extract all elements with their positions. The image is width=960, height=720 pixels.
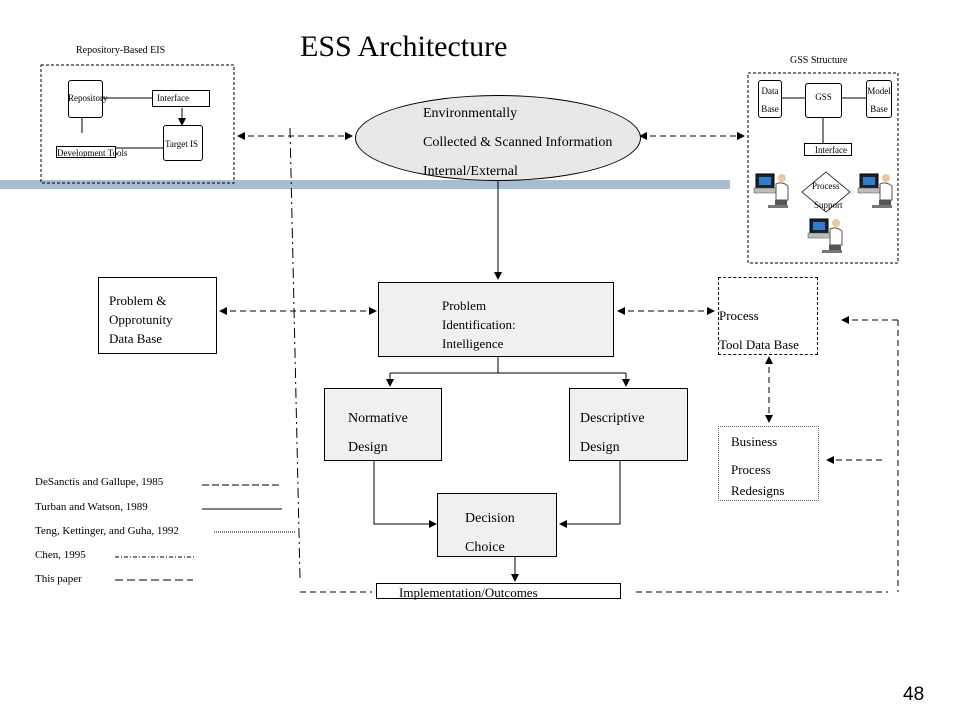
environment-line3: Internal/External [423,164,518,179]
environment-line1: Environmentally [423,106,518,121]
repository-eis-frame [40,64,235,184]
process-tool-text: Process Tool Data Base [719,308,799,352]
gss-data-base: Data Base [758,80,782,118]
computer-user-icon [807,218,843,253]
environment-ellipse [355,95,641,181]
legend-item: Turban and Watson, 1989 [35,501,148,513]
legend-item: Chen, 1995 [35,549,86,561]
legend-item: This paper [35,573,82,585]
page-number: 48 [903,684,925,705]
target-is-label: Target IS [165,139,198,149]
computer-user-icon [753,173,789,208]
interface-label: Interface [157,93,189,103]
gss-interface: Interface [804,143,852,156]
legend-item: DeSanctis and Gallupe, 1985 [35,476,164,488]
implementation-outcomes [376,583,621,599]
target-is-node [163,125,203,161]
gss-caption: GSS Structure [790,55,848,66]
repository-node [68,80,103,118]
process-support-label: Process Support [812,181,843,210]
environment-line2: Collected & Scanned Information [423,135,613,150]
interface-node: Interface [152,90,210,107]
page-title: ESS Architecture [300,30,508,63]
process-tool-db [718,277,818,355]
decision-choice: Decision Choice [437,493,557,557]
descriptive-design: Descriptive Design [569,388,688,461]
normative-design: Normative Design [324,388,442,461]
development-tools-label: Development Tools [57,148,128,158]
implementation-label: Implementation/Outcomes [399,585,538,600]
development-tools-node [56,146,116,158]
computer-user-icon [857,173,893,208]
business-process-redesigns: Business Process Redesigns [718,426,819,501]
environment-text: Environmentally Collected & Scanned Info… [423,99,612,186]
repository-eis-caption: Repository-Based EIS [76,45,166,56]
process-support-diamond [801,171,851,213]
gss-model-base: Model Base [866,80,892,118]
gss-node: GSS [805,83,842,118]
problem-opportunity-db: Problem & Opprotunity Data Base [98,277,217,354]
header-band [0,180,730,189]
repository-label: Repository [68,93,108,103]
problem-identification: Problem Identification: Intelligence [378,282,614,357]
legend-item: Teng, Kettinger, and Guha, 1992 [35,525,179,537]
gss-frame [747,72,899,264]
